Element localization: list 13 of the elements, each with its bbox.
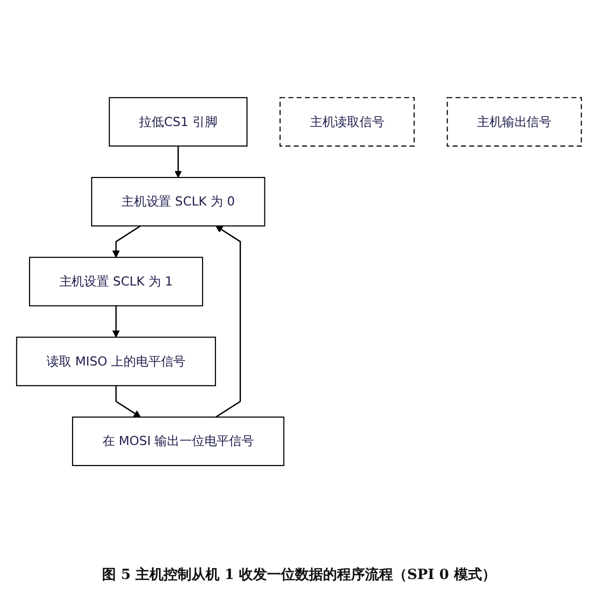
arrow bbox=[115, 386, 141, 418]
node-box: 主机设置 SCLK 为 0 bbox=[91, 177, 266, 227]
node-box: 主机读取信号 bbox=[280, 98, 415, 147]
node-box: 读取 MISO 上的电平信号 bbox=[16, 337, 216, 387]
node-box: 在 MOSI 输出一位电平信号 bbox=[72, 416, 284, 466]
node-box: 主机输出信号 bbox=[446, 98, 582, 147]
node-box: 主机设置 SCLK 为 1 bbox=[29, 257, 204, 307]
arrow bbox=[112, 226, 141, 258]
arrow bbox=[215, 226, 241, 418]
node-box: 拉低CS1 引脚 bbox=[108, 98, 248, 147]
arrow bbox=[174, 146, 182, 178]
arrow bbox=[112, 306, 120, 338]
figure-caption: 图 5 主机控制从机 1 收发一位数据的程序流程（SPI 0 模式） bbox=[102, 566, 496, 584]
